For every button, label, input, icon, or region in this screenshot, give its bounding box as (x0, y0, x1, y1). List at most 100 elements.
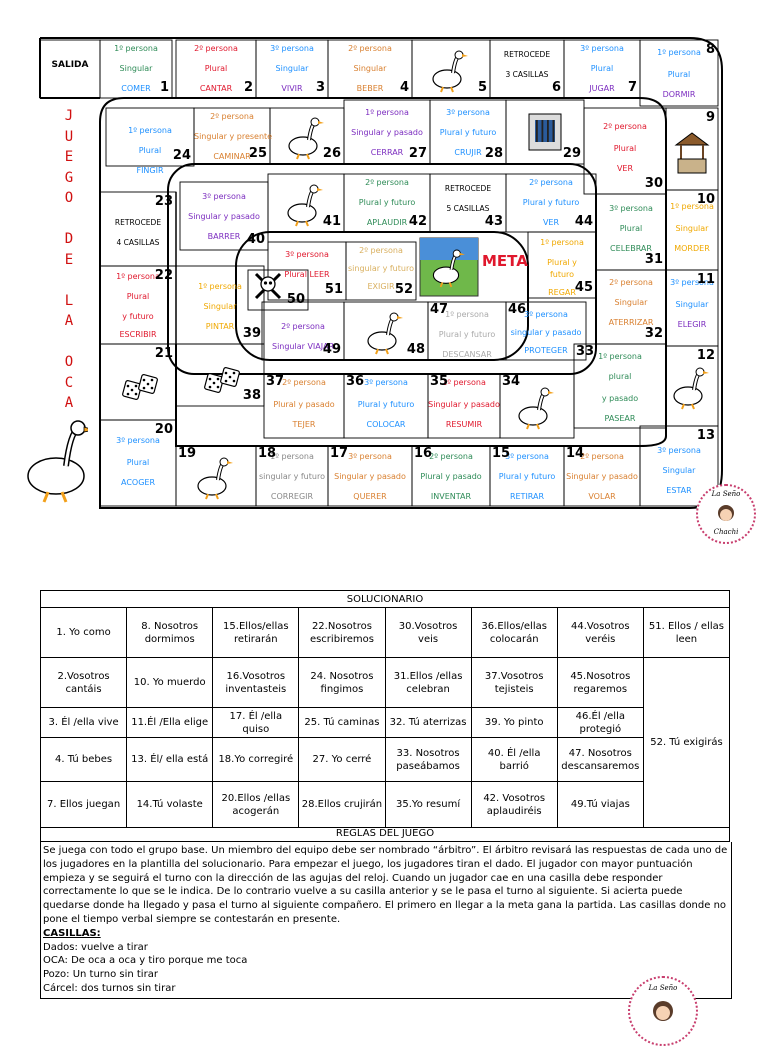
square-number: 50 (286, 292, 305, 308)
square-text: Plural (126, 458, 150, 467)
square-text: MORDER (674, 244, 710, 253)
square-border (99, 39, 173, 99)
square-text: CAMINAR (213, 152, 251, 161)
square-text: Plural (619, 224, 643, 233)
square-text: CERRAR (370, 148, 404, 157)
square-text: Plural (204, 64, 228, 73)
table-cell: 11.Él /Ella elige (126, 707, 214, 738)
square-number: 40 (246, 232, 265, 248)
square-number: 45 (574, 280, 593, 296)
square-text: 3º persona (580, 44, 624, 53)
goose-icon (432, 249, 465, 288)
square-number: 16 (414, 446, 433, 461)
square-number: 10 (696, 192, 715, 207)
square-text: Singular (119, 64, 153, 73)
square-text: Singular (275, 64, 309, 73)
square-text: 2º persona (281, 322, 325, 331)
square-text: 2º persona (194, 44, 238, 53)
square-number: 49 (322, 342, 341, 358)
square-text: Plural y futuro (498, 472, 556, 481)
square-number: 27 (408, 146, 427, 162)
square-number: 7 (627, 80, 637, 96)
square-number: 46 (508, 302, 527, 317)
solucionario-title: SOLUCIONARIO (40, 590, 730, 608)
square-text: Plural y futuro (522, 198, 580, 207)
square-text: Singular y pasado (428, 400, 500, 409)
table-cell: 46.Él /ella protegió (556, 707, 644, 738)
goose-icon (673, 367, 709, 410)
square-number: 44 (574, 214, 593, 230)
table-cell: 20.Ellos /ellas acogerán (212, 781, 300, 828)
table-cell: 1. Yo como (39, 607, 128, 658)
square-number: 23 (154, 194, 173, 209)
title-letter: J (64, 108, 74, 124)
square-text: 1º persona (442, 378, 486, 387)
rules-title: REGLAS DEL JUEGO (40, 828, 730, 842)
girl-face-icon (653, 1001, 673, 1021)
square-text: 2º persona (603, 122, 647, 131)
title-letter (52, 334, 86, 355)
square-border (175, 265, 265, 345)
square-text: 2º persona (529, 178, 573, 187)
board-square-29: 29 (506, 100, 584, 164)
square-text: 2º persona (365, 178, 409, 187)
square-text: 2º persona (609, 278, 653, 287)
square-text: ESTAR (666, 486, 692, 495)
table-cell: 16.Vosotros inventasteis (212, 657, 300, 708)
table-cell: 35.Yo resumí (384, 781, 472, 828)
square-text: Plural y futuro (438, 330, 496, 339)
square-text: 3º persona (524, 310, 568, 319)
square-number: 6 (551, 80, 561, 96)
square-text: 4 CASILLAS (116, 238, 160, 247)
table-cell: 14.Tú volaste (126, 781, 214, 828)
title-letter: L (64, 292, 74, 309)
square-border (261, 301, 345, 361)
board-square-19: 19 (176, 446, 256, 506)
board-square-34: 34 (500, 374, 574, 438)
table-cell: 37.Vosotros tejisteis (470, 657, 558, 708)
well-icon (674, 132, 710, 174)
square-text: 3º persona (285, 250, 329, 259)
title-letter: C (64, 374, 74, 391)
rules-box: Se juega con todo el grupo base. Un miem… (40, 842, 732, 999)
square-text: REGAR (548, 288, 576, 297)
square-text: COMER (121, 84, 151, 93)
square-text: Plural (138, 146, 162, 155)
square-number: 29 (562, 146, 581, 162)
square-text: 1º persona (540, 238, 584, 247)
square-text: 1º persona (198, 282, 242, 291)
square-number: 51 (324, 282, 343, 298)
square-text: 2º persona (429, 452, 473, 461)
square-text: FINGIR (136, 166, 164, 175)
square-border (639, 39, 719, 107)
square-number: 1 (159, 80, 169, 96)
board-square-26: 26 (270, 108, 344, 164)
goose-icon (288, 117, 324, 160)
square-number: 28 (484, 146, 503, 162)
square-text: 3º persona (348, 452, 392, 461)
table-cell: 39. Yo pinto (470, 707, 558, 738)
square-text: Singular VIAJAR (271, 342, 335, 351)
square-text: 1º persona (128, 126, 172, 135)
square-border (345, 241, 417, 301)
